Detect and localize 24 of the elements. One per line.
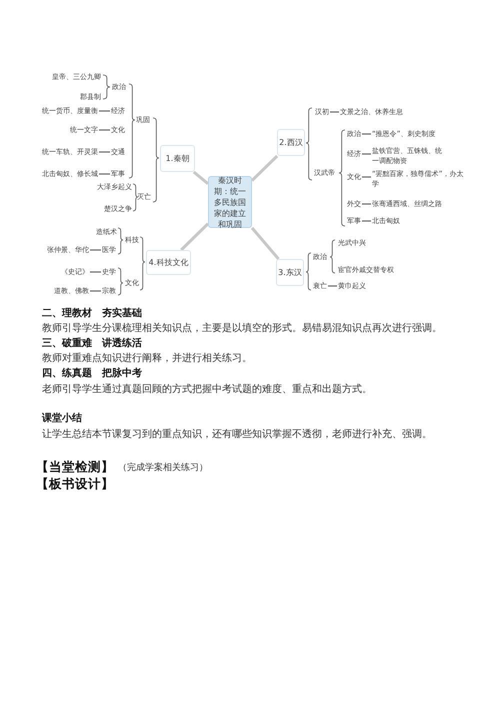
section-heading: 课堂小结 <box>42 412 82 425</box>
paragraph: 老师引导学生通过真题回顾的方式把握中考试题的难度、重点和出题方式。 <box>42 382 372 396</box>
section-title: 【板书设计】 <box>36 476 114 493</box>
topic-box: 1.秦朝 <box>160 145 195 172</box>
paragraph: 教师对重难点知识进行阐释，并进行相关练习。 <box>42 352 252 365</box>
section-heading: 三、破重难 讲透练活 <box>42 336 142 350</box>
topic-box: 4.科技文化 <box>146 250 191 275</box>
connector-line <box>98 110 110 112</box>
section-heading: 四、练真题 把脉中考 <box>42 366 142 380</box>
paragraph: 教师引导学生分课梳理相关知识点，主要是以填空的形式。易错易混知识点再次进行强调。 <box>42 322 442 335</box>
connector-line <box>362 176 372 178</box>
branch-line <box>250 154 278 182</box>
topic-box: 3.东汉 <box>276 259 304 286</box>
connector-line <box>362 220 372 222</box>
section-heading: 二、理教材 夯实基础 <box>42 306 142 320</box>
connector-line <box>90 290 102 292</box>
central-topic-box: 秦汉时期：统一多民族国家的建立和巩固 <box>208 176 252 228</box>
section-title: 【当堂检测】 <box>36 459 114 476</box>
branch-line <box>250 226 280 260</box>
note: （完成学案相关练习） <box>118 461 208 474</box>
paragraph: 让学生总结本节课复习到的重点知识，还有哪些知识掌握不透彻，老师进行补充、强调。 <box>42 428 432 441</box>
topic-box: 2.西汉 <box>277 129 305 156</box>
branch-line <box>180 222 210 252</box>
branch-line <box>192 170 209 185</box>
